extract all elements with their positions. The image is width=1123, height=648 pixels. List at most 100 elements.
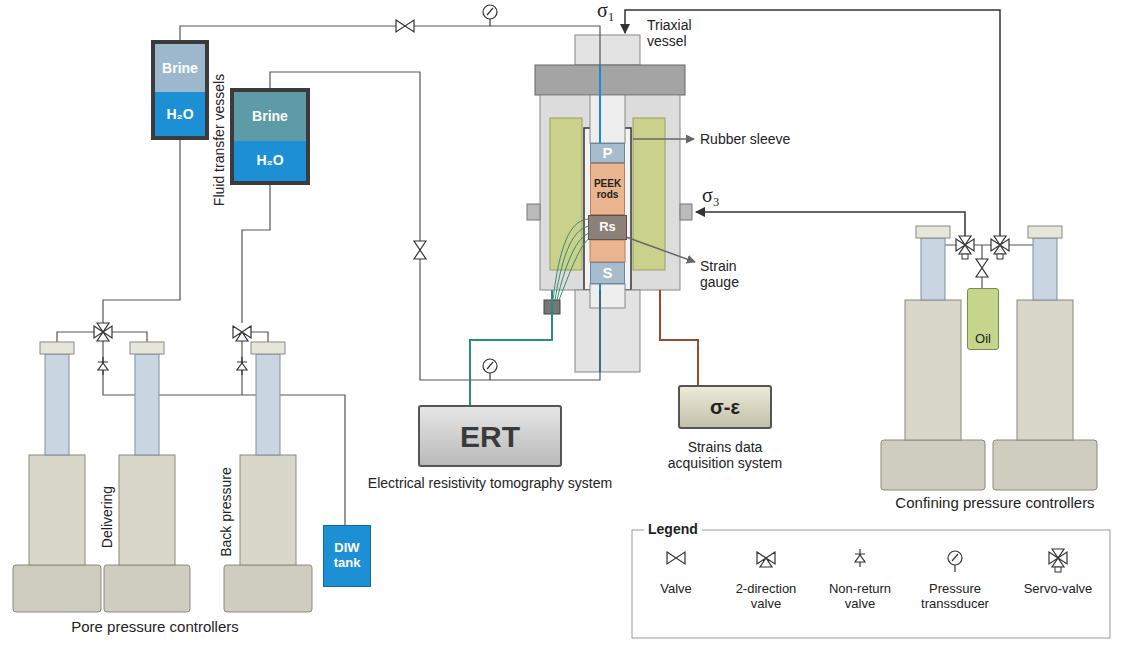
vertical-label: Fluid transfer vessels (210, 65, 228, 215)
stress-arrow (625, 10, 1000, 236)
servo-valve-symbol (956, 236, 974, 259)
label: σ₃ (702, 185, 720, 205)
label: Confining pressure controllers (875, 494, 1115, 511)
legend-entry: Pressure transsducer (909, 546, 1001, 612)
pump (104, 342, 190, 612)
top-plate (535, 65, 685, 95)
pump-body (1017, 300, 1073, 440)
node-label: ERT (420, 407, 560, 465)
ert-device: ERTElectrical resistivity tomography sys… (418, 405, 562, 467)
node-label: PEEK rods (591, 164, 624, 214)
oil-reservoir: Oil (967, 288, 999, 350)
node-label: Triaxial vessel (647, 17, 719, 49)
servo-valve-symbol (991, 236, 1009, 259)
ert-cable (470, 290, 552, 405)
two-way-valve-symbol (233, 326, 251, 341)
valve-symbol (976, 259, 988, 277)
legend-symbol (842, 546, 878, 576)
port (680, 204, 692, 220)
top-cap (575, 35, 640, 65)
leader-line (633, 138, 694, 140)
pipe (270, 72, 600, 380)
label: σ₁ (597, 0, 615, 20)
vertical-label: Back pressure (217, 462, 235, 562)
legend-text: Valve (630, 582, 722, 597)
pump-cap (251, 342, 285, 354)
pump (13, 342, 101, 612)
vessel-body (540, 95, 680, 290)
fluid-vessel: BrineH₂O (151, 40, 209, 140)
pump-base (224, 565, 312, 612)
peek-rod: PEEK rods (590, 163, 625, 215)
pump-cap (40, 342, 74, 354)
node-label: DIW tank (324, 526, 370, 586)
strain-acquisition-device: σ-εStrains data acquisition system (678, 385, 772, 429)
legend-entry: Non-return valve (814, 546, 906, 612)
pump (881, 226, 985, 490)
node-label: σ-ε (680, 387, 770, 427)
node-label: Brine (234, 92, 306, 141)
fluid-vessel: BrineH₂O (230, 88, 310, 185)
label: Strain gauge (700, 258, 752, 290)
pressure-gauge (483, 359, 497, 380)
pore-piping (57, 140, 345, 525)
pump-cap (916, 226, 950, 238)
pump-base (993, 440, 1097, 490)
pump (993, 226, 1097, 490)
vertical-label: Delivering (98, 477, 116, 557)
leader-line (626, 237, 695, 262)
piston (590, 284, 625, 308)
legend-symbol (937, 546, 973, 576)
node-caption: Strains data acquisition system (655, 439, 795, 471)
pump-cylinder (256, 354, 280, 455)
pump-base (104, 565, 190, 612)
pump-base (13, 565, 101, 612)
pump-cap (1028, 226, 1062, 238)
pressure-gauge (483, 5, 497, 26)
pump-cap (130, 342, 164, 354)
legend-text: Non-return valve (814, 582, 906, 612)
rubber-sleeve (584, 128, 631, 290)
legend-entry: 2-direction valve (720, 546, 812, 612)
legend-text: 2-direction valve (720, 582, 812, 612)
legend-text: Servo-valve (1012, 582, 1104, 597)
pump-cylinder (45, 354, 69, 455)
label: Legend (644, 521, 702, 537)
node-label: Oil (968, 332, 998, 349)
servo-valve-symbol (94, 323, 112, 341)
node-label: S (591, 263, 624, 283)
label: Rubber sleeve (700, 131, 790, 147)
pressure-controllers (13, 226, 1097, 612)
pipe (251, 332, 268, 342)
diw-tank: DIW tank (323, 525, 371, 587)
node-caption: Electrical resistivity tomography system (345, 475, 635, 491)
legend-frame (632, 530, 1110, 638)
pump-body (29, 455, 85, 565)
check-valve-symbol (98, 357, 108, 375)
piston-part: P (590, 143, 625, 163)
legend-entry: Servo-valve (1012, 546, 1104, 597)
pump-cylinder (135, 354, 159, 455)
label: Pore pressure controllers (50, 618, 260, 635)
pump (224, 342, 312, 612)
pipe (180, 26, 600, 65)
strain-cable (660, 290, 698, 385)
valve-symbol (396, 20, 414, 32)
rock-sample: Rs (588, 215, 627, 240)
legend-symbol (1040, 546, 1076, 576)
pump-cylinder (921, 238, 945, 300)
node-label: Brine (155, 44, 205, 92)
pump-body (240, 455, 296, 565)
electrode-wire (553, 219, 590, 300)
node-caption: H₂O (234, 141, 306, 181)
node-label: P (591, 144, 624, 162)
valve-symbol (414, 241, 426, 259)
pipe (242, 185, 270, 323)
node-label: Rs (589, 216, 626, 239)
legend-entry: Valve (630, 546, 722, 597)
node-caption: H₂O (155, 92, 205, 136)
port (527, 204, 540, 220)
triaxial-vessel: Triaxial vesselPPEEK rodsRsS (535, 65, 685, 290)
